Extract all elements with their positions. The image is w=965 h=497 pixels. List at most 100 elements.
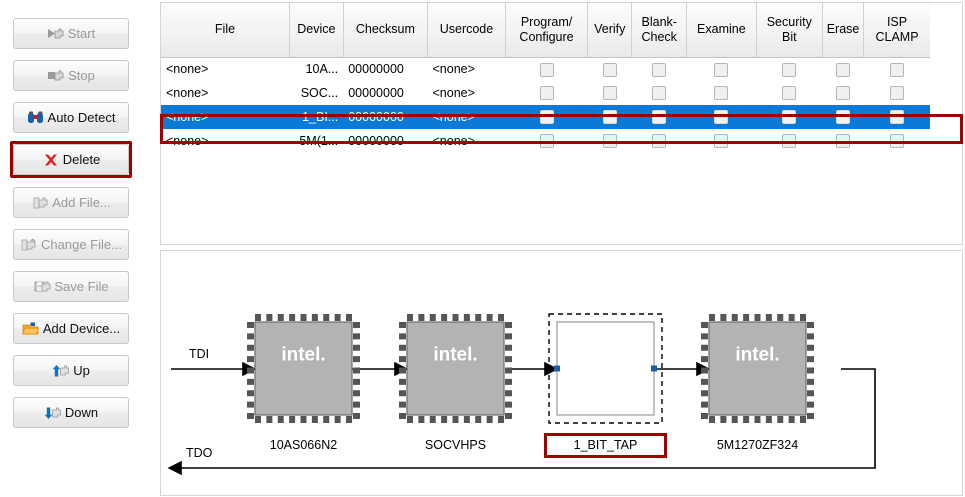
cell-erase[interactable] <box>822 105 864 129</box>
add-file-button[interactable]: Add File... <box>13 187 129 218</box>
checkbox-security-bit[interactable] <box>782 134 797 149</box>
checkbox-erase[interactable] <box>836 134 851 149</box>
chip-3[interactable] <box>545 310 666 427</box>
cell-verify[interactable] <box>588 81 632 105</box>
change-file-button[interactable]: Change File... <box>13 229 129 260</box>
chip-2[interactable]: intel. <box>395 310 516 427</box>
checkbox-verify[interactable] <box>602 134 617 149</box>
col-header-security[interactable]: Security Bit <box>756 3 823 58</box>
table-body: <none>10A...00000000<none><none>SOC...00… <box>161 57 930 153</box>
table-header-row: File Device Checksum Usercode Program/ C… <box>161 3 930 58</box>
chip-1[interactable]: intel. <box>243 310 364 427</box>
col-header-verify[interactable]: Verify <box>587 3 633 58</box>
stop-button[interactable]: Stop <box>13 60 129 91</box>
cell-isp-clamp[interactable] <box>864 129 930 153</box>
table-row[interactable]: <none>SOC...00000000<none> <box>161 81 930 105</box>
checkbox-examine[interactable] <box>714 134 729 149</box>
cell-blank-check[interactable] <box>632 81 687 105</box>
cell-verify[interactable] <box>588 129 632 153</box>
col-header-isp[interactable]: ISP CLAMP <box>863 3 930 58</box>
checkbox-security-bit[interactable] <box>782 86 797 101</box>
checkbox-blank-check[interactable] <box>652 110 667 125</box>
cell-erase[interactable] <box>822 81 863 105</box>
checkbox-examine[interactable] <box>714 86 729 101</box>
checkbox-erase[interactable] <box>836 62 851 77</box>
cell-program[interactable] <box>505 57 587 81</box>
cell-examine[interactable] <box>686 105 757 129</box>
col-header-erase[interactable]: Erase <box>822 3 865 58</box>
col-header-blank[interactable]: Blank- Check <box>631 3 688 58</box>
cell-checksum: 00000000 <box>348 62 404 77</box>
checkbox-isp-clamp[interactable] <box>889 62 904 77</box>
table-row[interactable]: <none>1_BI...00000000<none> <box>161 105 930 129</box>
red-x-icon <box>42 152 60 168</box>
checkbox-erase[interactable] <box>836 86 851 101</box>
checkbox-blank-check[interactable] <box>652 86 667 101</box>
stop-hand-icon <box>47 68 65 84</box>
col-header-examine[interactable]: Examine <box>686 3 757 58</box>
delete-button-label: Delete <box>62 152 101 167</box>
add-device-button[interactable]: Add Device... <box>13 313 129 344</box>
table-row[interactable]: <none>5M(1...00000000<none> <box>161 129 930 153</box>
cell-blank-check[interactable] <box>631 105 687 129</box>
checkbox-program[interactable] <box>539 62 554 77</box>
delete-button[interactable]: Delete <box>13 144 129 175</box>
checkbox-isp-clamp[interactable] <box>889 110 904 125</box>
table-row[interactable]: <none>10A...00000000<none> <box>161 57 930 81</box>
cell-program[interactable] <box>505 129 587 153</box>
checkbox-blank-check[interactable] <box>652 134 667 149</box>
checkbox-program[interactable] <box>539 86 554 101</box>
checkbox-security-bit[interactable] <box>782 62 797 77</box>
col-header-device[interactable]: Device <box>289 3 344 58</box>
save-file-button-label: Save File <box>54 279 109 294</box>
open-folder-icon <box>21 321 40 337</box>
cell-examine[interactable] <box>687 57 757 81</box>
checkbox-program[interactable] <box>539 110 554 125</box>
checkbox-blank-check[interactable] <box>652 62 667 77</box>
start-button[interactable]: Start <box>13 18 129 49</box>
col-header-usercode[interactable]: Usercode <box>427 3 506 58</box>
cell-erase[interactable] <box>822 129 863 153</box>
col-header-checksum[interactable]: Checksum <box>343 3 429 58</box>
col-header-program[interactable]: Program/ Configure <box>505 3 589 58</box>
chip-graphic: intel. <box>399 314 512 423</box>
checkbox-verify[interactable] <box>602 86 617 101</box>
cell-program[interactable] <box>505 81 587 105</box>
col-header-file[interactable]: File <box>161 3 291 58</box>
cell-isp-clamp[interactable] <box>864 57 930 81</box>
cell-security-bit[interactable] <box>756 105 823 129</box>
cell-blank-check[interactable] <box>632 129 687 153</box>
start-button-label: Start <box>67 26 96 41</box>
checkbox-erase[interactable] <box>836 110 851 125</box>
cell-examine[interactable] <box>687 129 757 153</box>
checkbox-security-bit[interactable] <box>782 110 797 125</box>
chip-4[interactable]: intel. <box>697 310 818 427</box>
checkbox-isp-clamp[interactable] <box>889 134 904 149</box>
cell-verify[interactable] <box>587 105 632 129</box>
toolbar-button-rail: Start Stop Auto Detect <box>0 0 158 497</box>
auto-detect-button[interactable]: Auto Detect <box>13 102 129 133</box>
cell-erase[interactable] <box>822 57 863 81</box>
cell-isp-clamp[interactable] <box>863 105 930 129</box>
cell-security-bit[interactable] <box>756 81 822 105</box>
cell-program[interactable] <box>505 105 588 129</box>
cell-security-bit[interactable] <box>756 57 822 81</box>
checkbox-examine[interactable] <box>714 62 729 77</box>
cell-device: 5M(1... <box>299 134 339 148</box>
cell-usercode: <none> <box>432 86 475 100</box>
move-down-button[interactable]: Down <box>13 397 129 428</box>
checkbox-program[interactable] <box>539 134 554 149</box>
cell-security-bit[interactable] <box>756 129 822 153</box>
checkbox-verify[interactable] <box>602 110 617 125</box>
checkbox-verify[interactable] <box>602 62 617 77</box>
cell-examine[interactable] <box>687 81 757 105</box>
tdi-label: TDI <box>189 347 210 361</box>
checkbox-examine[interactable] <box>714 110 729 125</box>
cell-verify[interactable] <box>588 57 632 81</box>
save-file-button[interactable]: Save File <box>13 271 129 302</box>
chip-graphic: intel. <box>701 314 814 423</box>
move-up-button[interactable]: Up <box>13 355 129 386</box>
checkbox-isp-clamp[interactable] <box>889 86 904 101</box>
cell-blank-check[interactable] <box>632 57 687 81</box>
cell-isp-clamp[interactable] <box>864 81 930 105</box>
